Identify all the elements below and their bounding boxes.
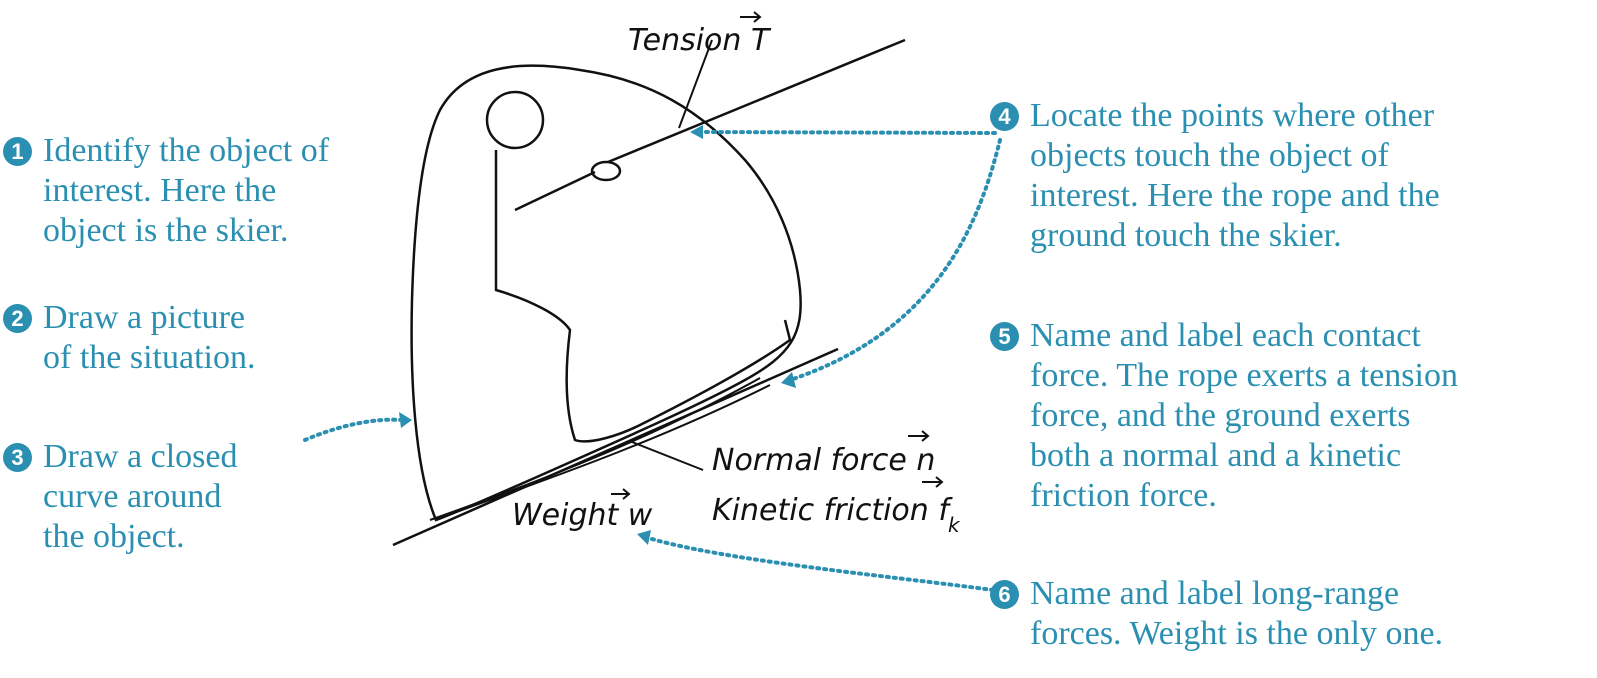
step-4: 4 Locate the points where other objects … xyxy=(990,96,1590,266)
rope-line xyxy=(608,40,905,162)
step-number-badge: 5 xyxy=(990,322,1019,351)
tension-label: Tension T xyxy=(628,23,772,58)
normal-force-label: Normal force n xyxy=(712,443,935,478)
arrow-step3 xyxy=(305,420,402,440)
step-5: 5 Name and label each contact force. The… xyxy=(990,316,1590,536)
normal-vector-arrow xyxy=(908,431,928,441)
step-text: Identify the object of interest. Here th… xyxy=(43,131,329,251)
arrow-step6 xyxy=(645,537,993,590)
weight-label: Weight w xyxy=(512,498,653,533)
step-text: Name and label each contact force. The r… xyxy=(1030,316,1458,516)
kinetic-friction-label: Kinetic friction f xyxy=(712,493,953,528)
step-number-badge: 3 xyxy=(3,443,32,472)
arrow-step4-down xyxy=(790,140,1000,380)
arrowhead-step3 xyxy=(399,412,412,428)
step-text: Name and label long-range forces. Weight… xyxy=(1030,574,1443,654)
step-number-badge: 2 xyxy=(3,304,32,333)
step-number-badge: 1 xyxy=(3,137,32,166)
step-2: 2 Draw a picture of the situation. xyxy=(3,298,303,388)
tension-vector-arrow xyxy=(740,12,760,22)
step-1: 1 Identify the object of interest. Here … xyxy=(3,131,383,271)
step-number-badge: 6 xyxy=(990,580,1019,609)
normal-pointer xyxy=(632,442,703,470)
arrowheads xyxy=(399,125,796,545)
kinetic-friction-subscript: k xyxy=(948,513,961,537)
arrow-step4-top xyxy=(700,132,995,133)
step-text: Locate the points where other objects to… xyxy=(1030,96,1440,256)
skier-arm xyxy=(515,172,595,210)
skier-head xyxy=(487,92,543,148)
step-text: Draw a closed curve around the object. xyxy=(43,437,237,557)
friction-vector-arrow xyxy=(922,477,942,487)
step-text: Draw a picture of the situation. xyxy=(43,298,255,378)
step-3: 3 Draw a closed curve around the object. xyxy=(3,437,303,567)
step-6: 6 Name and label long-range forces. Weig… xyxy=(990,574,1590,674)
skier-hands xyxy=(592,162,620,180)
step-number-badge: 4 xyxy=(990,102,1019,131)
